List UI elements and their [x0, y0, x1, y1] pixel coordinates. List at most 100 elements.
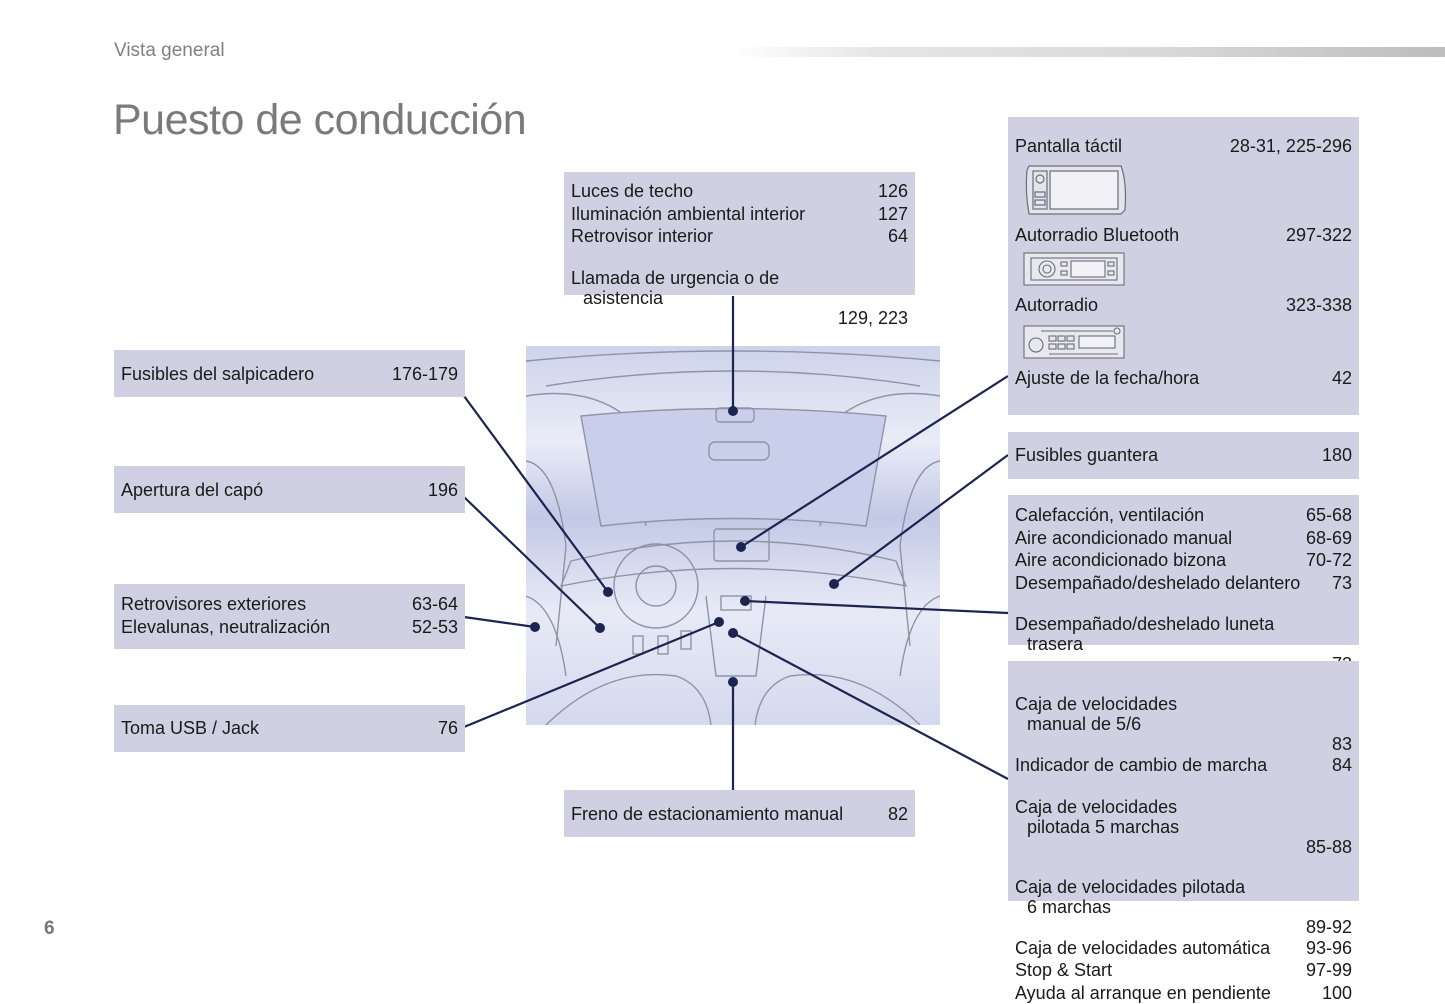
page-ref[interactable]: 129, 223 — [830, 308, 908, 328]
list-item: Caja de velocidades manual de 5/6 83 — [1015, 674, 1352, 754]
page-ref[interactable]: 176-179 — [384, 363, 458, 386]
item-label: Stop & Start — [1015, 959, 1112, 982]
list-item: Caja de velocidades pilotada 6 marchas 8… — [1015, 857, 1352, 937]
radio-unit-icon — [1023, 325, 1125, 361]
list-item: Pantalla táctil 28-31, 225-296 — [1015, 135, 1352, 158]
item-label: Autorradio — [1015, 294, 1098, 317]
list-item: Autorradio Bluetooth 297-322 — [1015, 224, 1352, 247]
page-ref[interactable]: 126 — [870, 180, 908, 203]
callout-box-climate: Calefacción, ventilación 65-68 Aire acon… — [1008, 495, 1359, 645]
page-ref[interactable]: 64 — [880, 225, 908, 248]
page-ref[interactable]: 323-338 — [1278, 294, 1352, 317]
page-ref[interactable]: 100 — [1314, 982, 1352, 1004]
page-ref[interactable]: 28-31, 225-296 — [1222, 135, 1352, 158]
item-label: Caja de velocidades automática — [1015, 937, 1270, 960]
item-label-line1: Caja de velocidades — [1015, 694, 1177, 714]
list-item: Iluminación ambiental interior 127 — [571, 203, 908, 226]
item-label-line1: Llamada de urgencia o de — [571, 268, 779, 288]
list-item: Aire acondicionado manual 68-69 — [1015, 527, 1352, 550]
list-item: Ajuste de la fecha/hora 42 — [1015, 367, 1352, 390]
item-label: Desempañado/deshelado delantero — [1015, 572, 1300, 595]
page-ref[interactable]: 63-64 — [404, 593, 458, 616]
callout-box-dashboard-fuses: Fusibles del salpicadero 176-179 — [114, 350, 465, 397]
item-label: Ayuda al arranque en pendiente — [1015, 982, 1271, 1004]
list-item: Ayuda al arranque en pendiente 100 — [1015, 982, 1352, 1004]
page-ref[interactable]: 89-92 — [1298, 917, 1352, 937]
item-label-line1: Desempañado/deshelado luneta — [1015, 614, 1274, 634]
item-label: Calefacción, ventilación — [1015, 504, 1204, 527]
callout-box-glovebox-fuses: Fusibles guantera 180 — [1008, 432, 1359, 479]
item-label-line2: pilotada 5 marchas — [1015, 817, 1179, 837]
item-label: Retrovisores exteriores — [121, 593, 306, 616]
page-ref[interactable]: 97-99 — [1298, 959, 1352, 982]
item-label: Elevalunas, neutralización — [121, 616, 330, 639]
list-item: Stop & Start 97-99 — [1015, 959, 1352, 982]
list-item: Desempañado/deshelado delantero 73 — [1015, 572, 1352, 595]
item-label: Freno de estacionamiento manual — [571, 803, 843, 826]
item-label-line2: trasera — [1015, 634, 1274, 654]
list-item: Elevalunas, neutralización 52-53 — [121, 616, 458, 639]
list-item: Autorradio 323-338 — [1015, 294, 1352, 317]
item-label-line2: 6 marchas — [1015, 897, 1245, 917]
header-divider-bar — [730, 47, 1445, 57]
item-label: Caja de velocidades pilotada 5 marchas — [1015, 777, 1179, 857]
page-ref[interactable]: 84 — [1324, 754, 1352, 777]
list-item: Fusibles del salpicadero 176-179 — [121, 363, 458, 386]
callout-box-usb-jack: Toma USB / Jack 76 — [114, 705, 465, 752]
page-ref[interactable]: 180 — [1314, 444, 1352, 467]
cockpit-illustration — [526, 346, 940, 725]
item-label: Caja de velocidades pilotada 6 marchas — [1015, 857, 1245, 937]
list-item: Retrovisor interior 64 — [571, 225, 908, 248]
item-label: Retrovisor interior — [571, 225, 713, 248]
callout-box-interior-lighting: Luces de techo 126 Iluminación ambiental… — [564, 172, 915, 295]
list-item: Caja de velocidades pilotada 5 marchas 8… — [1015, 777, 1352, 857]
page-ref[interactable]: 76 — [430, 717, 458, 740]
item-label-line1: Caja de velocidades — [1015, 797, 1177, 817]
page-ref[interactable]: 85-88 — [1298, 837, 1352, 857]
list-item: Calefacción, ventilación 65-68 — [1015, 504, 1352, 527]
page-ref[interactable]: 196 — [420, 479, 458, 502]
item-label: Aire acondicionado manual — [1015, 527, 1232, 550]
page-ref[interactable]: 297-322 — [1278, 224, 1352, 247]
touchscreen-unit-icon — [1023, 162, 1128, 218]
list-item: Freno de estacionamiento manual 82 — [571, 803, 908, 826]
item-label: Fusibles del salpicadero — [121, 363, 314, 386]
page-ref[interactable]: 52-53 — [404, 616, 458, 639]
list-item: Aire acondicionado bizona 70-72 — [1015, 549, 1352, 572]
page-ref[interactable]: 82 — [880, 803, 908, 826]
item-label: Luces de techo — [571, 180, 693, 203]
item-label: Fusibles guantera — [1015, 444, 1158, 467]
item-label: Pantalla táctil — [1015, 135, 1122, 158]
item-label: Caja de velocidades manual de 5/6 — [1015, 674, 1177, 754]
page-ref[interactable]: 83 — [1324, 734, 1352, 754]
page-ref[interactable]: 73 — [1324, 572, 1352, 595]
list-item: Luces de techo 126 — [571, 180, 908, 203]
item-label: Indicador de cambio de marcha — [1015, 754, 1267, 777]
page-ref[interactable]: 42 — [1324, 367, 1352, 390]
item-label-line1: Caja de velocidades pilotada — [1015, 877, 1245, 897]
list-item: Fusibles guantera 180 — [1015, 444, 1352, 467]
list-item: Toma USB / Jack 76 — [121, 717, 458, 740]
list-item: Llamada de urgencia o de asistencia 129,… — [571, 248, 908, 328]
item-label: Autorradio Bluetooth — [1015, 224, 1179, 247]
callout-box-parking-brake: Freno de estacionamiento manual 82 — [564, 790, 915, 837]
list-item: Retrovisores exteriores 63-64 — [121, 593, 458, 616]
cockpit-line-art — [526, 346, 940, 725]
page-title: Puesto de conducción — [113, 96, 526, 145]
item-label: Aire acondicionado bizona — [1015, 549, 1226, 572]
page-ref[interactable]: 65-68 — [1298, 504, 1352, 527]
callout-box-gearbox: Caja de velocidades manual de 5/6 83 Ind… — [1008, 661, 1359, 901]
list-item: Indicador de cambio de marcha 84 — [1015, 754, 1352, 777]
section-label: Vista general — [114, 40, 225, 62]
item-label: Iluminación ambiental interior — [571, 203, 805, 226]
page-ref[interactable]: 93-96 — [1298, 937, 1352, 960]
page-ref[interactable]: 127 — [870, 203, 908, 226]
callout-box-hood-opening: Apertura del capó 196 — [114, 466, 465, 513]
item-label: Apertura del capó — [121, 479, 263, 502]
item-label: Toma USB / Jack — [121, 717, 259, 740]
page-ref[interactable]: 68-69 — [1298, 527, 1352, 550]
page-ref[interactable]: 70-72 — [1298, 549, 1352, 572]
item-label-line2: manual de 5/6 — [1015, 714, 1177, 734]
callout-box-multimedia: Pantalla táctil 28-31, 225-296 Autorradi… — [1008, 117, 1359, 415]
bluetooth-radio-unit-icon — [1023, 252, 1125, 288]
